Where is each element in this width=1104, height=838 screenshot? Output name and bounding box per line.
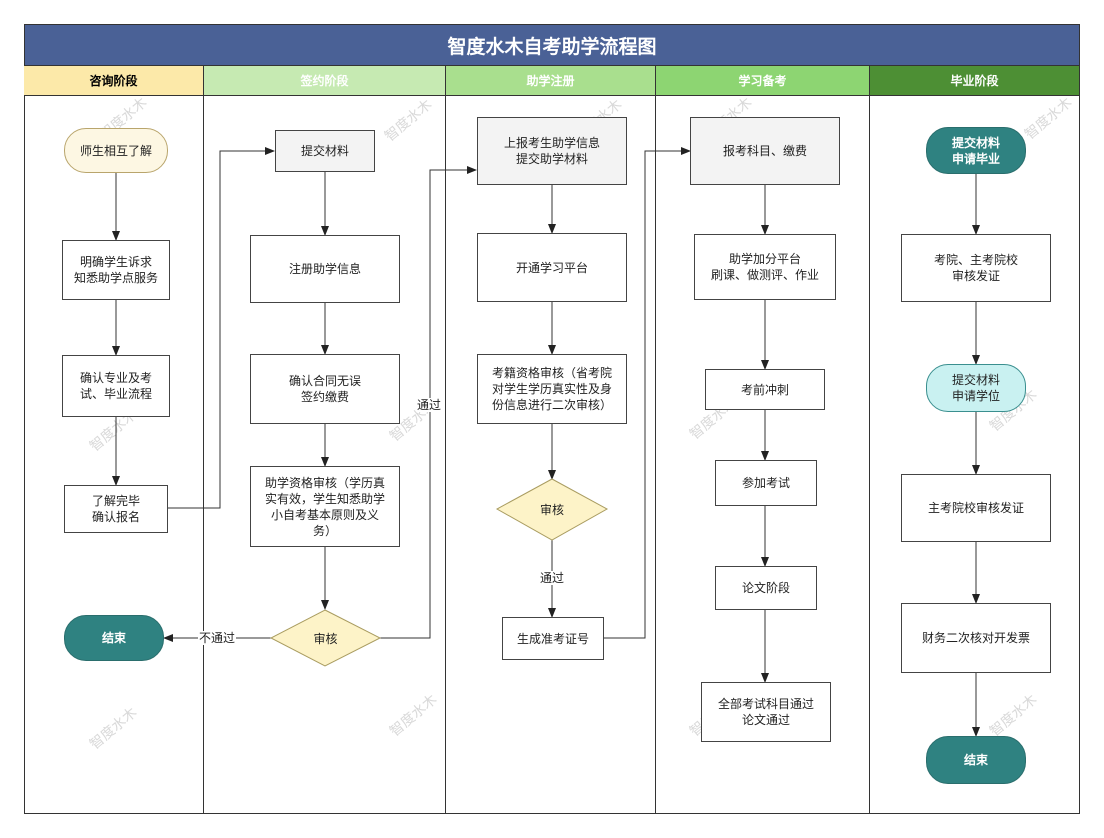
lane-header-consult: 咨询阶段 [24,66,204,96]
node-certify-graduation: 考院、主考院校 审核发证 [901,234,1051,302]
node-report-info: 上报考生助学信息 提交助学材料 [477,117,627,185]
lane-header-sign: 签约阶段 [204,66,446,96]
edge-label-pass-sign: 通过 [416,398,443,412]
node-apply-degree: 提交材料 申请学位 [926,364,1026,412]
node-register-subjects: 报考科目、缴费 [690,117,840,185]
decision-review-sign-label: 审核 [313,631,338,646]
node-sprint: 考前冲刺 [705,369,825,410]
decision-review-register-label: 审核 [539,502,564,517]
node-mutual-understanding: 师生相互了解 [64,128,168,173]
node-open-platform: 开通学习平台 [477,233,627,302]
edge-n4-s1 [168,147,275,509]
node-confirm-major: 确认专业及考 试、毕业流程 [62,355,170,417]
node-thesis: 论文阶段 [715,566,817,610]
lane-header-study: 学习备考 [656,66,870,96]
node-apply-graduation: 提交材料 申请毕业 [926,127,1026,174]
lane-divider [869,66,870,814]
node-contract-pay: 确认合同无误 签约缴费 [250,354,400,424]
node-clarify-needs: 明确学生诉求 知悉助学点服务 [62,240,170,300]
node-bonus-platform: 助学加分平台 刷课、做测评、作业 [694,234,836,300]
node-all-passed: 全部考试科目通过 论文通过 [701,682,831,742]
lane-header-register: 助学注册 [446,66,656,96]
lane-divider [655,66,656,814]
node-invoice: 财务二次核对开发票 [901,603,1051,673]
node-end-consult: 结束 [64,615,164,661]
edge-r5-l1 [604,147,691,639]
node-enrollment-review: 考籍资格审核（省考院 对学生学历真实性及身 份信息进行二次审核） [477,354,627,424]
node-confirm-enroll: 了解完毕 确认报名 [64,485,168,533]
decision-diamond-sign [269,609,382,667]
node-submit-materials: 提交材料 [275,130,375,172]
node-certify-degree: 主考院校审核发证 [901,474,1051,542]
node-take-exam: 参加考试 [715,460,817,506]
lane-divider [203,66,204,814]
diagram-title: 智度水木自考助学流程图 [24,24,1080,66]
lane-header-graduate: 毕业阶段 [870,66,1080,96]
lane-divider [445,66,446,814]
edge-label-not-pass: 不通过 [198,631,237,645]
node-qualification-review: 助学资格审核（学历真 实有效，学生知悉助学 小自考基本原则及义 务） [250,466,400,547]
node-register-info: 注册助学信息 [250,235,400,303]
decision-diamond-register [495,478,609,541]
edge-label-pass-register: 通过 [539,571,566,585]
node-ticket-number: 生成准考证号 [502,617,604,660]
node-end-graduate: 结束 [926,736,1026,784]
